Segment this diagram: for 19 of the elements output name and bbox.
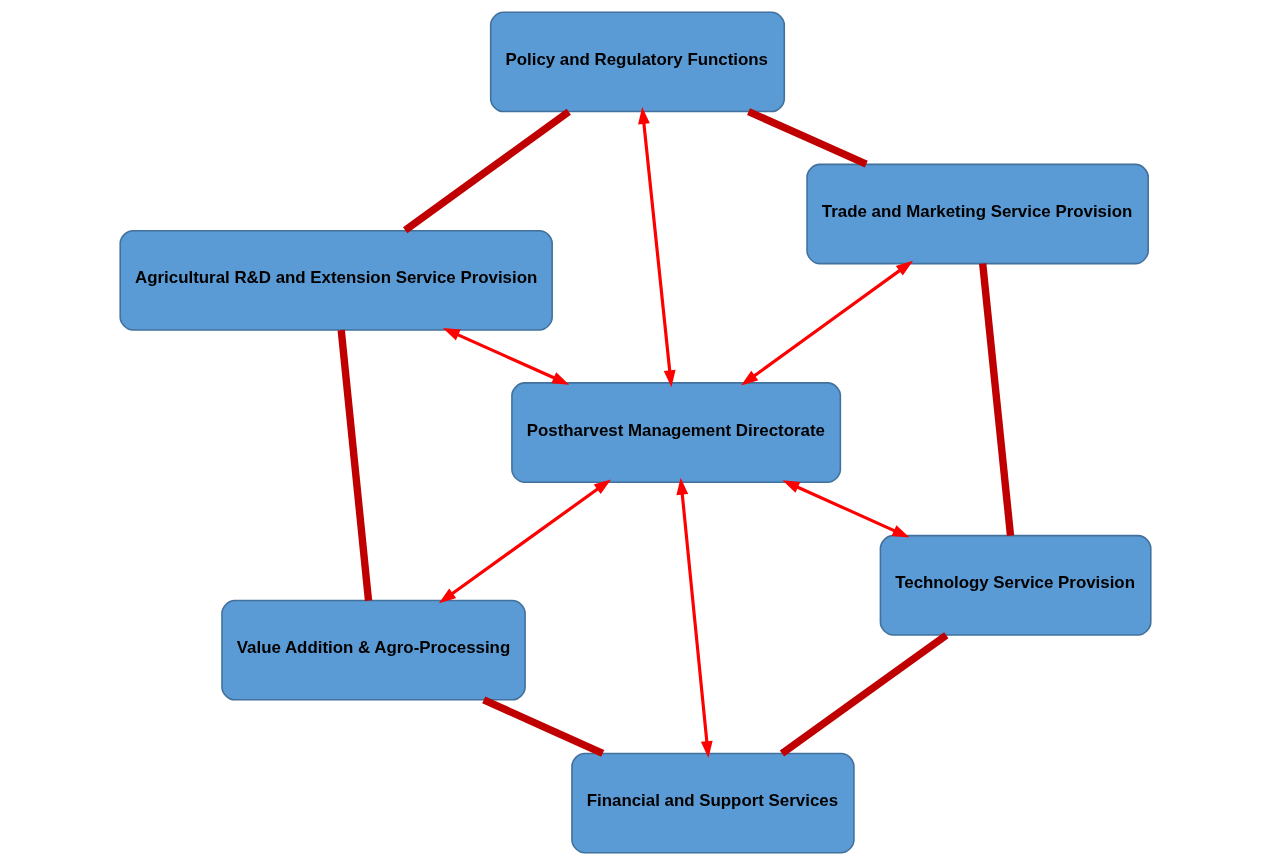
- node-box: Technology Service Provision: [879, 534, 1152, 636]
- arrow: [438, 479, 611, 604]
- node-box: Agricultural R&D and Extension Service Provision: [119, 229, 553, 331]
- arrow: [638, 106, 676, 388]
- connector: [979, 263, 1015, 536]
- arrow: [741, 260, 913, 386]
- arrow: [676, 477, 713, 759]
- connector: [337, 329, 373, 601]
- arrow: [442, 328, 570, 385]
- connector: [779, 632, 949, 757]
- node-box: Financial and Support Services: [571, 752, 855, 854]
- connector: [482, 696, 605, 757]
- node-box: Value Addition & Agro-Processing: [221, 599, 526, 701]
- node-box: Policy and Regulatory Functions: [489, 11, 786, 113]
- connector: [403, 108, 571, 234]
- node-box: Postharvest Management Directorate: [511, 382, 842, 483]
- node-box: Trade and Marketing Service Provision: [806, 163, 1149, 265]
- connector: [747, 108, 868, 168]
- arrow: [782, 480, 910, 538]
